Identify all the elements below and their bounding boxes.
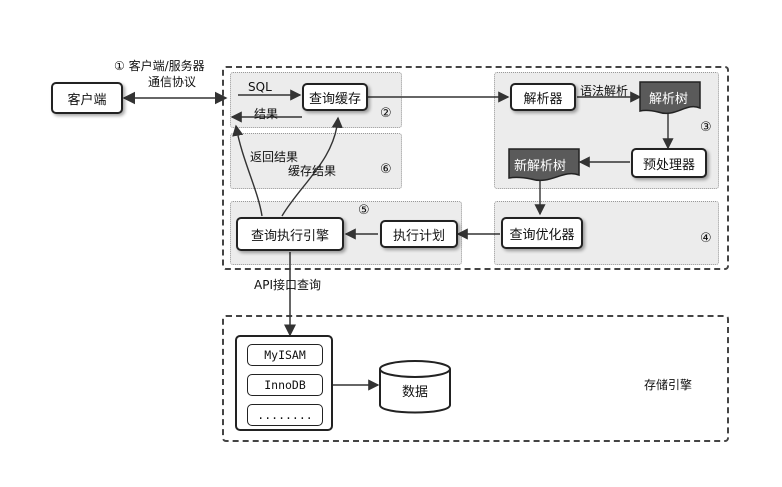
preprocessor-box: 预处理器 [631, 148, 707, 178]
innodb-box: InnoDB [247, 374, 323, 396]
protocol-label-1: ① 客户端/服务器 [114, 59, 205, 73]
step-6-marker: ⑥ [380, 162, 392, 177]
step-2-marker: ② [380, 106, 392, 121]
step-3-marker: ③ [700, 120, 712, 135]
result-label: 结果 [254, 107, 279, 121]
result-region [230, 133, 402, 189]
api-query-label: API接口查询 [254, 278, 321, 292]
client-box: 客户端 [51, 82, 123, 114]
data-cylinder [379, 360, 451, 414]
exec-engine-box: 查询执行引擎 [236, 217, 344, 251]
myisam-box: MyISAM [247, 344, 323, 366]
parse-tree-label: 解析树 [649, 92, 689, 107]
step-5-marker: ⑤ [358, 203, 370, 218]
storage-engine-label: 存储引擎 [644, 378, 693, 392]
sql-label: SQL [248, 80, 272, 94]
more-engines-box: ........ [247, 404, 323, 426]
new-parse-tree-node [508, 148, 580, 182]
cache-result-label: 缓存结果 [288, 164, 337, 178]
new-parse-tree-label: 新解析树 [514, 159, 567, 174]
return-result-label: 返回结果 [250, 150, 299, 164]
mysql-server-container [222, 66, 729, 270]
parser-box: 解析器 [510, 83, 576, 111]
step-4-marker: ④ [700, 231, 712, 246]
exec-plan-box: 执行计划 [380, 220, 458, 248]
storage-engine-container [222, 315, 729, 442]
query-cache-box: 查询缓存 [302, 83, 368, 111]
protocol-label-2: 通信协议 [148, 75, 197, 89]
parse-tree-node [639, 81, 701, 115]
optimizer-box: 查询优化器 [501, 217, 583, 249]
syntax-parse-label: 语法解析 [580, 84, 629, 98]
data-label: 数据 [402, 385, 429, 400]
